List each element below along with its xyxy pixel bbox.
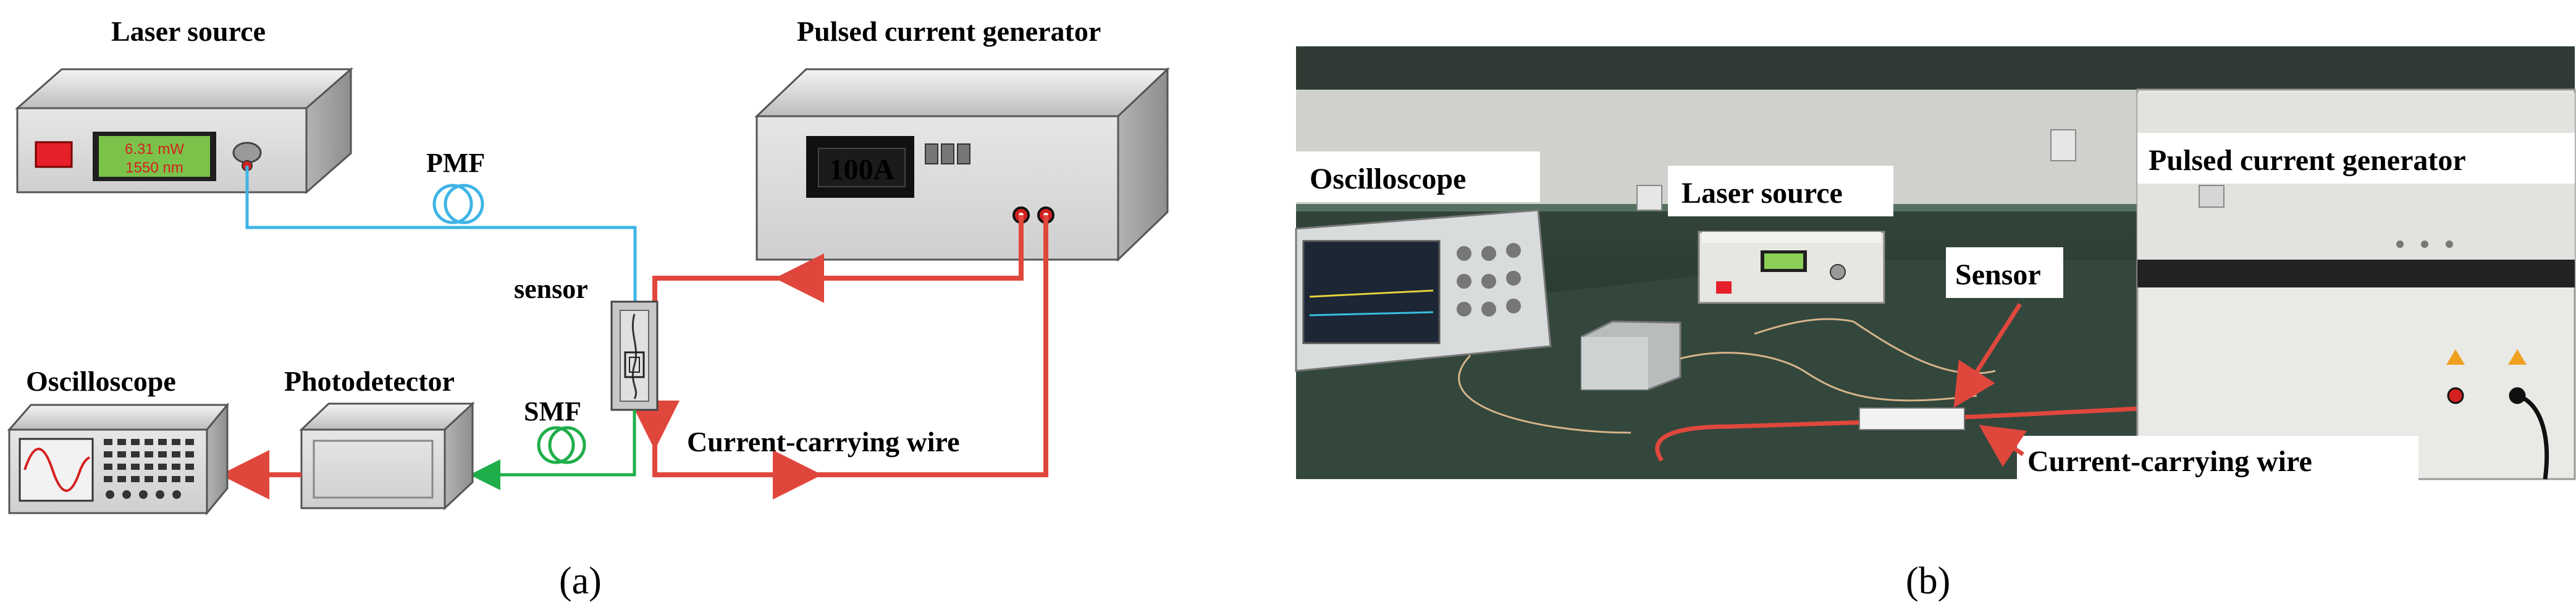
pmf-label: PMF — [426, 148, 485, 178]
smf-fiber — [488, 410, 636, 477]
pmf-fiber — [245, 166, 637, 302]
photo-oscilloscope-label: Oscilloscope — [1310, 163, 1466, 195]
caption-a: (a) — [559, 560, 602, 602]
photo-photodetector — [1580, 320, 1682, 391]
pulsed-generator-label: Pulsed current generator — [797, 15, 1101, 47]
photo-wire-label: Current-carrying wire — [2027, 445, 2312, 478]
caption-b: (b) — [1906, 560, 1950, 602]
laser-display-line1: 6.31 mW — [125, 141, 184, 158]
photo-wire-arrow — [1979, 425, 2027, 467]
oscilloscope-label-a: Oscilloscope — [26, 365, 176, 397]
photo-generator-label-box — [2137, 133, 2575, 184]
photo-sensor — [1859, 407, 1965, 430]
photo-generator-label: Pulsed current generator — [2149, 144, 2466, 177]
smf-label: SMF — [524, 396, 581, 427]
sensor-label-a: sensor — [514, 274, 588, 304]
photo-sensor-label-box — [1946, 247, 2063, 298]
generator-display: 100A — [829, 153, 895, 186]
photo-laser-label-box — [1668, 166, 1893, 216]
photodetector-device — [299, 401, 475, 511]
photo-laser-label: Laser source — [1682, 177, 1843, 210]
photo-oscilloscope — [1295, 209, 1552, 372]
photo-wire-label-box — [2017, 436, 2418, 485]
photo-oscilloscope-label-box — [1296, 151, 1540, 202]
pulsed-current-generator-device: 100A — [754, 67, 1170, 262]
laser-source-label: Laser source — [111, 15, 266, 47]
sensor-device — [610, 300, 659, 411]
laser-display-line2: 1550 nm — [125, 159, 183, 176]
photo-sensor-label: Sensor — [1955, 258, 2041, 291]
oscilloscope-device-a — [7, 402, 230, 516]
laser-source-device: 6.31 mW 1550 nm — [15, 67, 353, 195]
photodetector-label: Photodetector — [284, 365, 455, 397]
photo-sensor-arrow — [1953, 303, 2022, 408]
photo-laser-source — [1698, 231, 1885, 304]
wire-label-a: Current-carrying wire — [687, 426, 960, 457]
